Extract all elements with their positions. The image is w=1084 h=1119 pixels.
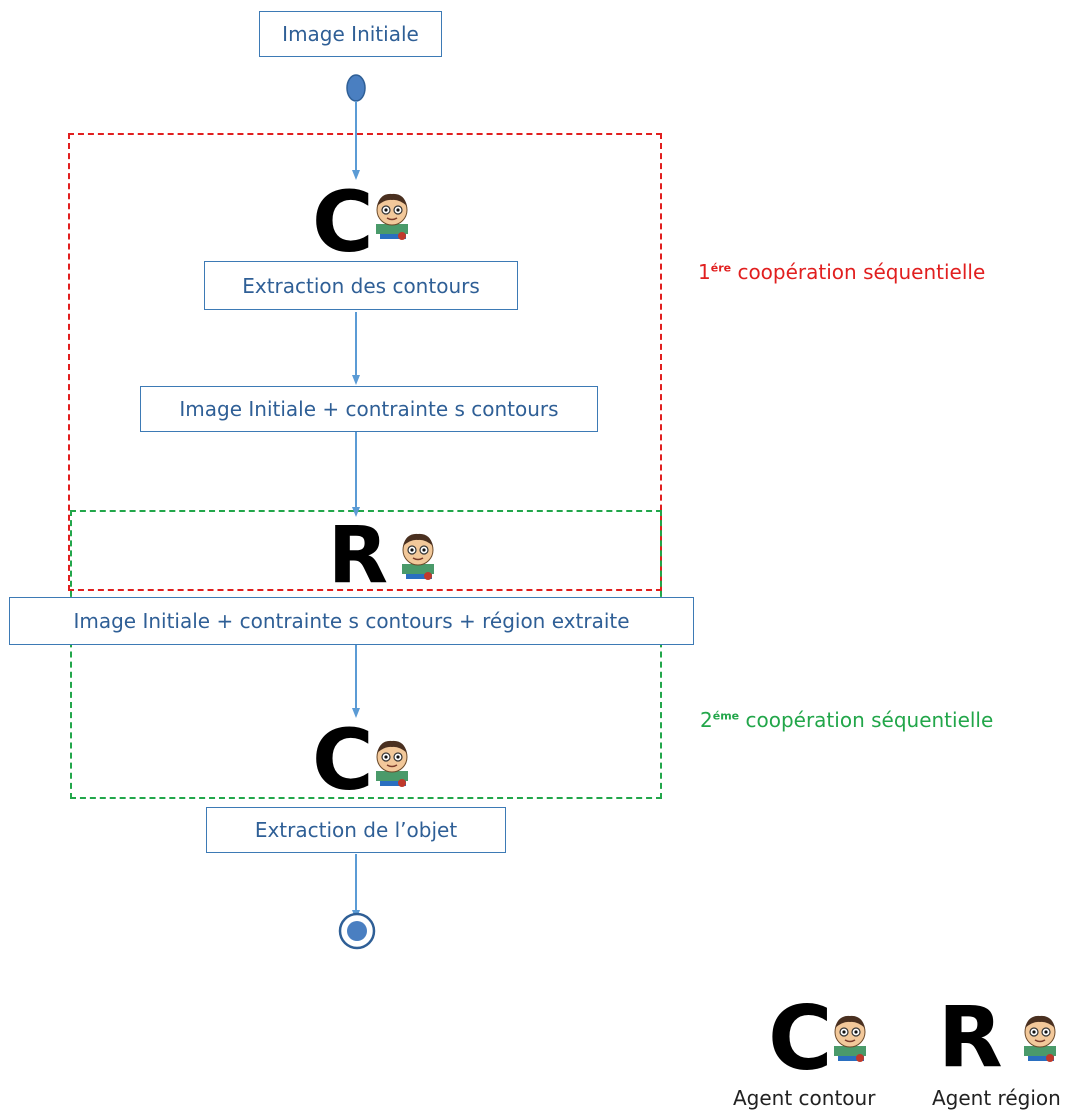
step-contour-extraction: Extraction des contours [204, 261, 518, 310]
agent-person-icon [376, 740, 408, 787]
agent-person-icon [834, 1015, 866, 1062]
legend-region-letter: R [938, 988, 1003, 1086]
agent-person-icon [402, 533, 434, 580]
legend-region-agent-label: Agent région [932, 1086, 1061, 1110]
second-cooperation-frame [70, 510, 662, 799]
agent-person-icon [376, 193, 408, 240]
agent-person-icon [1024, 1015, 1056, 1062]
step-image-initiale: Image Initiale [259, 11, 442, 57]
legend-contour-agent-label: Agent contour [733, 1086, 876, 1110]
contour-agent-letter: C [312, 173, 374, 271]
second-cooperation-label: 2éme coopération séquentielle [700, 708, 994, 732]
start-node [346, 74, 366, 102]
region-agent-letter: R [328, 511, 389, 601]
step-object-extraction: Extraction de l’objet [206, 807, 506, 853]
contour-agent-letter: C [312, 711, 374, 809]
step-image-contour-constraints: Image Initiale + contrainte s contours [140, 386, 598, 432]
first-cooperation-label: 1ére coopération séquentielle [698, 260, 986, 284]
legend-contour-letter: C [768, 987, 833, 1090]
step-image-constraints-region: Image Initiale + contrainte s contours +… [9, 597, 694, 645]
first-cooperation-frame [68, 133, 662, 591]
end-node [338, 912, 376, 950]
